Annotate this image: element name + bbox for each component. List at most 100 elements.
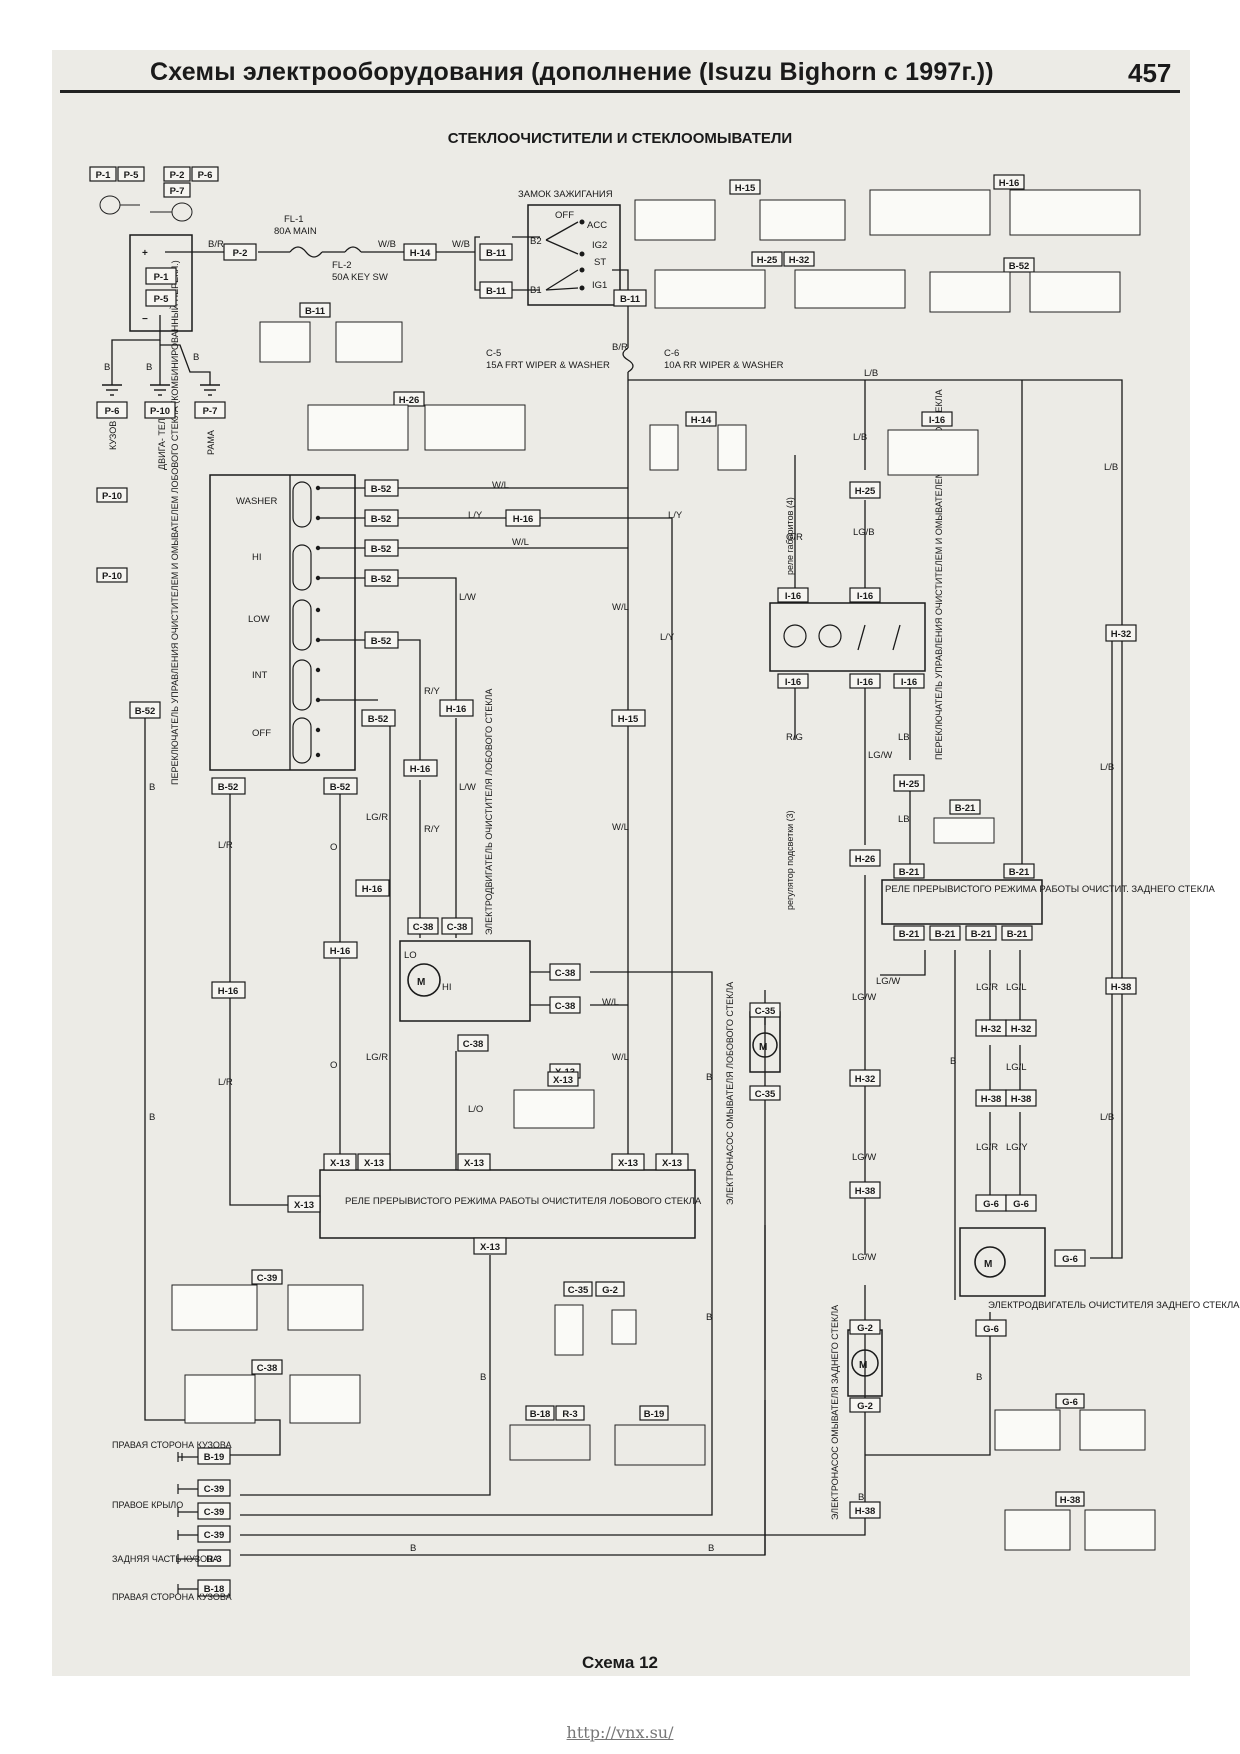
connector-tags: P-1 P-5 P-2 P-6 P-7 P-2 P-1 P-5 P-6 P-10… (89, 166, 1137, 1597)
wire-label-ry-2: R/Y (424, 824, 441, 835)
wire-label-lb-5: L/B (1100, 762, 1114, 773)
mode-off: OFF (252, 728, 271, 739)
ignition-title: ЗАМОК ЗАЖИГАНИЯ (518, 189, 613, 200)
rear-switch-title: ПЕРЕКЛЮЧАТЕЛЬ УПРАВЛЕНИЯ ОЧИСТИТЕЛЕМ И О… (934, 389, 944, 760)
svg-text:X-13: X-13 (553, 1075, 573, 1086)
page-number: 457 (1128, 58, 1172, 88)
wire-label-ly-3: L/Y (660, 632, 675, 643)
wire-label-ry: R/Y (424, 686, 441, 697)
gp-right-body: ПРАВАЯ СТОРОНА КУЗОВА (112, 1440, 232, 1450)
wire-label-lw-2: L/W (459, 782, 476, 793)
fuse-labels: FL-1 80A MAIN FL-2 50A KEY SW C-5 15A FR… (274, 214, 784, 371)
ign-pos-off: OFF (555, 210, 574, 221)
svg-text:B-52: B-52 (368, 714, 389, 725)
wire-label-lgl: LG/L (1006, 982, 1027, 993)
svg-text:H-32: H-32 (1111, 629, 1132, 640)
dimmer-label: регулятор подсветки (3) (785, 810, 795, 910)
front-motor: M LO HI ЭЛЕКТРОДВИГАТЕЛЬ ОЧИСТИТЕЛЯ ЛОБО… (404, 689, 494, 997)
svg-text:I-16: I-16 (857, 591, 873, 602)
ign-pos-acc: ACC (587, 220, 607, 231)
rear-switch-block (769, 602, 926, 672)
ign-term-b1: B1 (530, 285, 542, 296)
svg-text:B-21: B-21 (1007, 929, 1028, 940)
svg-text:B-11: B-11 (620, 294, 641, 305)
fuse-fl1-label: FL-1 (284, 214, 304, 225)
wire-label-ly-2: L/Y (668, 510, 683, 521)
header-divider (60, 90, 1180, 93)
wire-label-o-2: O (330, 1060, 337, 1071)
wire-label-lw: L/W (459, 592, 476, 603)
svg-text:H-32: H-32 (855, 1074, 876, 1085)
svg-text:C-38: C-38 (447, 922, 468, 933)
svg-text:X-13: X-13 (662, 1158, 682, 1169)
wire-label-lgw-4: LG/W (852, 1152, 876, 1163)
wire-label-lb-7: L/B (1104, 462, 1118, 473)
wire-label-lb-3: LB (898, 732, 910, 743)
svg-text:H-16: H-16 (999, 178, 1020, 189)
svg-text:C-39: C-39 (204, 1507, 225, 1518)
ign-pos-st: ST (594, 257, 606, 268)
battery-box: + − (129, 234, 193, 332)
gp-rear-body: ЗАДНЯЯ ЧАСТЬ КУЗОВА (112, 1554, 219, 1564)
svg-text:+: + (142, 248, 148, 259)
wires (111, 236, 1123, 1556)
svg-text:G-6: G-6 (1062, 1254, 1078, 1265)
wire-label-ly: L/Y (468, 510, 483, 521)
svg-text:B-52: B-52 (371, 514, 392, 525)
svg-text:H-32: H-32 (1011, 1024, 1032, 1035)
svg-text:M: M (759, 1042, 767, 1053)
svg-text:G-6: G-6 (1013, 1199, 1029, 1210)
svg-text:I-16: I-16 (785, 591, 801, 602)
wire-label-wl-5: W/L (612, 822, 629, 833)
svg-text:M: M (417, 977, 425, 988)
svg-text:R-3: R-3 (206, 1554, 221, 1565)
svg-text:C-35: C-35 (568, 1285, 589, 1296)
front-switch-title: ПЕРЕКЛЮЧАТЕЛЬ УПРАВЛЕНИЯ ОЧИСТИТЕЛЕМ И О… (169, 260, 180, 785)
fuse-fl2-rating: 50A KEY SW (332, 272, 388, 283)
svg-text:M: M (859, 1360, 867, 1371)
wire-label-lb-4: LB (898, 814, 910, 825)
wire-label-wl: W/L (492, 480, 509, 491)
svg-text:G-6: G-6 (983, 1199, 999, 1210)
svg-text:P-6: P-6 (198, 170, 213, 181)
wire-label-wl-6: W/L (612, 1052, 629, 1063)
svg-text:G-2: G-2 (602, 1285, 618, 1296)
svg-text:H-16: H-16 (330, 946, 351, 957)
wire-label-br-2: B/R (612, 342, 628, 353)
rear-switch-internals: ПЕРЕКЛЮЧАТЕЛЬ УПРАВЛЕНИЯ ОЧИСТИТЕЛЕМ И О… (783, 389, 944, 910)
wire-label-lgw-5: LG/W (852, 1252, 876, 1263)
svg-text:B-52: B-52 (371, 544, 392, 555)
wire-label-lgw-2: LG/W (876, 976, 900, 987)
source-url-link[interactable]: http://vnx.su/ (566, 1723, 674, 1742)
fuse-fl1-rating: 80A MAIN (274, 226, 317, 237)
svg-text:C-38: C-38 (463, 1039, 484, 1050)
svg-text:B-21: B-21 (899, 867, 920, 878)
svg-text:P-2: P-2 (170, 170, 185, 181)
wire-label-b-11: B (104, 362, 110, 373)
front-motor-box (399, 940, 531, 1022)
svg-text:H-38: H-38 (1111, 982, 1132, 993)
wire-label-o: O (330, 842, 337, 853)
ground-label-kuzov: КУЗОВ (108, 421, 118, 450)
svg-text:X-13: X-13 (480, 1242, 500, 1253)
svg-text:B-21: B-21 (1009, 867, 1030, 878)
svg-text:H-38: H-38 (855, 1186, 876, 1197)
svg-text:H-38: H-38 (855, 1506, 876, 1517)
svg-text:X-13: X-13 (294, 1200, 314, 1211)
rear-pump-title: ЭЛЕКТРОНАСОС ОМЫВАТЕЛЯ ЗАДНЕГО СТЕКЛА (830, 1305, 840, 1520)
svg-text:X-13: X-13 (330, 1158, 350, 1169)
ground-point-labels: ПРАВАЯ СТОРОНА КУЗОВА ПРАВОЕ КРЫЛО ЗАДНЯ… (112, 1440, 232, 1602)
wire-label-b-13: B (193, 352, 199, 363)
svg-text:P-7: P-7 (170, 186, 185, 197)
svg-text:H-16: H-16 (362, 884, 383, 895)
ignition-switch-box (527, 204, 621, 306)
svg-text:P-2: P-2 (233, 248, 248, 259)
wire-label-b-4: B (706, 1072, 712, 1083)
svg-text:C-38: C-38 (257, 1363, 278, 1374)
svg-text:H-25: H-25 (899, 779, 920, 790)
wire-label-lgb: LG/B (853, 527, 875, 538)
svg-text:G-2: G-2 (857, 1323, 873, 1334)
ign-pos-ig2: IG2 (592, 240, 607, 251)
svg-text:H-14: H-14 (691, 415, 712, 426)
